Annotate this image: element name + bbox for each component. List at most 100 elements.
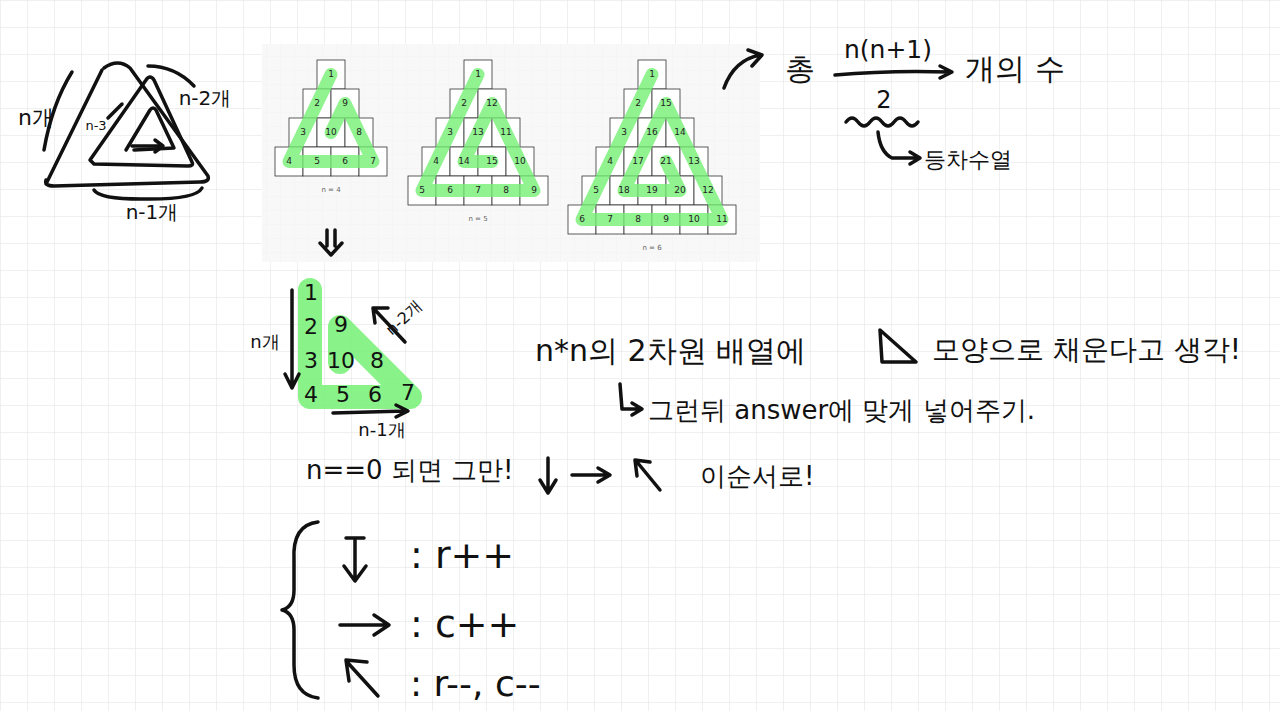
cell-number: 19 <box>646 186 657 196</box>
cell-number: 13 <box>688 157 699 167</box>
grid-caption: n = 4 <box>321 187 340 195</box>
cell-number: 9 <box>531 186 537 196</box>
cell-number: 9 <box>334 313 348 337</box>
grid-caption: n = 5 <box>468 216 487 224</box>
cell-number: 5 <box>419 186 425 196</box>
cell-number: 5 <box>314 157 320 167</box>
pointer-arrow <box>724 50 762 88</box>
wavy-underline <box>846 118 918 126</box>
note-text: 등차수열 <box>924 148 1012 172</box>
screenshot-grid <box>262 44 760 262</box>
note-text: n==0 되면 그만! <box>306 456 514 485</box>
cell-number: 4 <box>433 157 439 167</box>
cell-number: 2 <box>461 99 467 109</box>
cell-number: 16 <box>646 128 657 138</box>
nested-triangle-sketch <box>44 63 208 199</box>
cell-number: 8 <box>370 349 384 373</box>
cell-number: 2 <box>314 99 320 109</box>
cell-number: 3 <box>300 128 306 138</box>
outer-triangle <box>46 63 209 186</box>
hook-arrow <box>878 132 920 164</box>
cell-number: 3 <box>621 128 627 138</box>
cell-number: 10 <box>327 349 355 373</box>
grid-caption: n = 6 <box>642 245 661 253</box>
green-highlight <box>582 75 722 220</box>
cell-number: 8 <box>635 215 641 225</box>
cell-number: 20 <box>674 186 685 196</box>
right-arrow <box>340 615 389 635</box>
cell-number: 3 <box>304 349 318 373</box>
down-arrow <box>285 290 299 388</box>
cell-number: 11 <box>500 128 511 138</box>
cell-number: 10 <box>688 215 699 225</box>
triangle-symbol <box>880 330 916 362</box>
note-text: n*n의 2차원 배열에 <box>535 334 806 367</box>
cell-number: 6 <box>579 215 585 225</box>
formula-text: 총 <box>785 52 815 85</box>
up-left-arrow <box>635 460 660 490</box>
screenshot-panel <box>262 44 760 262</box>
green-highlight <box>310 290 410 397</box>
cell-number: 21 <box>660 157 671 167</box>
bracket <box>94 188 202 199</box>
count-label: n-3 <box>85 119 106 133</box>
rule-text: : r++ <box>410 535 514 577</box>
up-left-arrow <box>346 660 378 696</box>
cell-number: 11 <box>716 215 727 225</box>
cell-number: 6 <box>447 186 453 196</box>
triangle-grid <box>275 60 387 176</box>
cell-number: 12 <box>702 186 713 196</box>
note-text: 그런뒤 answer에 맞게 넣어주기. <box>648 396 1035 425</box>
count-label: n개 <box>250 332 279 352</box>
count-label: n-2개 <box>382 297 425 338</box>
right-arrow <box>572 468 610 482</box>
formula-text: n(n+1) <box>844 36 932 64</box>
cell-number: 7 <box>370 157 376 167</box>
cell-number: 9 <box>342 99 348 109</box>
cell-number: 10 <box>514 157 525 167</box>
cell-number: 1 <box>475 70 481 80</box>
inner-triangle <box>126 108 174 150</box>
down-arrow <box>344 538 366 581</box>
cell-number: 4 <box>607 157 613 167</box>
cell-number: 1 <box>649 70 655 80</box>
note-text: 이순서로! <box>700 462 814 491</box>
cell-number: 15 <box>486 157 497 167</box>
count-label: n-1개 <box>126 201 179 223</box>
green-highlight <box>289 75 373 162</box>
cell-number: 3 <box>447 128 453 138</box>
cell-number: 1 <box>328 70 334 80</box>
cell-number: 6 <box>368 383 382 407</box>
cell-number: 13 <box>472 128 483 138</box>
count-label: n-2개 <box>179 87 232 109</box>
formula-text: 2 <box>876 87 891 113</box>
leader-line <box>108 104 122 118</box>
rule-text: : r--, c-- <box>410 664 541 704</box>
cell-number: 5 <box>593 186 599 196</box>
cell-number: 10 <box>325 128 336 138</box>
cell-number: 9 <box>663 215 669 225</box>
triangle-grid <box>408 60 548 205</box>
cell-number: 15 <box>660 99 671 109</box>
triangle-grids <box>275 60 736 234</box>
cell-number: 4 <box>286 157 292 167</box>
cell-number: 4 <box>304 383 318 407</box>
cell-number: 1 <box>304 281 318 305</box>
bracket <box>148 66 194 86</box>
cell-number: 17 <box>632 157 643 167</box>
curly-brace <box>282 522 318 698</box>
cell-number: 12 <box>486 99 497 109</box>
rule-text: : c++ <box>410 604 519 646</box>
cell-number: 5 <box>336 383 350 407</box>
inner-arrow <box>132 140 163 152</box>
green-highlight <box>422 75 534 191</box>
hook-arrow <box>620 384 642 415</box>
cell-number: 14 <box>458 157 469 167</box>
cell-number: 18 <box>618 186 629 196</box>
count-label: n개 <box>18 106 54 130</box>
cell-number: 6 <box>342 157 348 167</box>
cell-number: 7 <box>401 381 415 405</box>
